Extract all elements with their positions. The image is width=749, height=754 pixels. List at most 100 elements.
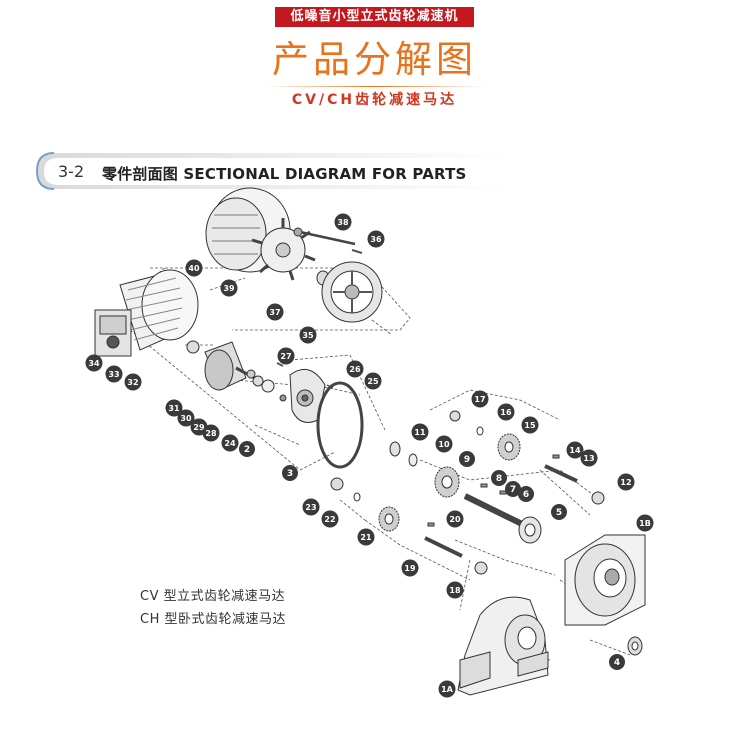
long-bolt-part xyxy=(293,227,356,246)
svg-text:30: 30 xyxy=(180,414,192,423)
caption-ch-model: CH 型卧式齿轮减速马达 xyxy=(140,612,286,627)
gear-case-part xyxy=(564,534,646,626)
svg-text:10: 10 xyxy=(438,440,450,449)
caption-cv-model: CV 型立式齿轮减速马达 xyxy=(140,589,286,604)
bearing-18-part xyxy=(474,561,488,575)
bearing-12-part xyxy=(591,491,605,505)
svg-text:20: 20 xyxy=(449,515,461,524)
part-badge-5: 5 xyxy=(551,504,567,520)
part-badge-7: 7 xyxy=(505,481,521,497)
page-title: 产品分解图 xyxy=(272,38,477,81)
part-badge-40: 40 xyxy=(185,259,203,277)
part-badge-8: 8 xyxy=(491,470,507,486)
svg-text:5: 5 xyxy=(556,508,562,518)
part-badge-30: 30 xyxy=(177,409,195,427)
part-badge-10: 10 xyxy=(435,435,453,453)
part-badge-39: 39 xyxy=(220,279,238,297)
part-drawings xyxy=(94,187,646,696)
svg-text:31: 31 xyxy=(168,404,180,413)
washer-22-part xyxy=(353,492,361,502)
key-20-part xyxy=(427,522,435,527)
svg-text:18: 18 xyxy=(449,586,461,595)
svg-text:23: 23 xyxy=(305,503,316,512)
svg-text:33: 33 xyxy=(108,370,119,379)
svg-text:14: 14 xyxy=(569,446,581,455)
output-shaft-part xyxy=(463,493,524,527)
oil-seal-part xyxy=(449,410,461,422)
part-badge-23: 23 xyxy=(302,498,320,516)
part-badge-19: 19 xyxy=(401,559,419,577)
rear-flange-part xyxy=(321,261,383,323)
svg-text:8: 8 xyxy=(496,474,502,484)
svg-text:4: 4 xyxy=(614,658,620,668)
part-badge-35: 35 xyxy=(299,326,317,344)
svg-text:12: 12 xyxy=(620,478,631,487)
product-banner: 低噪音小型立式齿轮减速机 xyxy=(275,7,474,27)
part-badge-3: 3 xyxy=(282,465,298,481)
svg-text:35: 35 xyxy=(302,331,314,340)
svg-text:6: 6 xyxy=(523,490,529,500)
svg-text:2: 2 xyxy=(244,445,250,455)
part-badge-22: 22 xyxy=(321,510,339,528)
pin-part xyxy=(279,394,287,402)
svg-text:16: 16 xyxy=(500,408,512,417)
gasket-ring-part xyxy=(316,381,364,469)
part-badge-18: 18 xyxy=(446,581,464,599)
svg-text:21: 21 xyxy=(360,533,372,542)
part-badge-24: 24 xyxy=(221,434,239,452)
bearing-part xyxy=(186,340,200,354)
svg-text:32: 32 xyxy=(127,378,138,387)
svg-text:27: 27 xyxy=(280,352,291,361)
small-bearings-part xyxy=(246,369,275,393)
spacer-11-part xyxy=(389,441,401,457)
part-badge-33: 33 xyxy=(105,365,123,383)
part-badge-15: 15 xyxy=(521,416,539,434)
foot-housing-part xyxy=(457,596,549,696)
shaft-13-part xyxy=(544,464,578,483)
gear-21-part xyxy=(378,506,400,532)
svg-text:38: 38 xyxy=(337,218,349,227)
svg-text:7: 7 xyxy=(510,485,516,495)
svg-text:25: 25 xyxy=(367,377,379,386)
svg-text:40: 40 xyxy=(188,264,200,273)
key-14-part xyxy=(552,454,560,459)
svg-text:37: 37 xyxy=(269,308,280,317)
gear-9-part xyxy=(434,466,460,498)
part-badge-4: 4 xyxy=(609,654,625,670)
part-badge-9: 9 xyxy=(459,451,475,467)
svg-text:13: 13 xyxy=(583,454,594,463)
svg-text:36: 36 xyxy=(370,235,382,244)
motor-housing-part xyxy=(94,269,199,357)
part-badge-32: 32 xyxy=(124,373,142,391)
part-badge-6: 6 xyxy=(518,486,534,502)
part-badge-27: 27 xyxy=(277,347,295,365)
fan-part xyxy=(251,218,316,281)
svg-text:29: 29 xyxy=(193,423,205,432)
part-badge-20: 20 xyxy=(446,510,464,528)
page-subtitle: CV/CH齿轮减速马达 xyxy=(291,92,458,108)
svg-text:15: 15 xyxy=(524,421,536,430)
section-header-bar xyxy=(36,152,506,190)
part-badge-11: 11 xyxy=(411,423,429,441)
svg-text:1A: 1A xyxy=(441,685,454,694)
bearing-5-part xyxy=(518,516,542,544)
screw-part xyxy=(351,249,363,254)
svg-text:24: 24 xyxy=(224,439,236,448)
small-screw-part xyxy=(276,362,284,367)
part-badge-28: 28 xyxy=(202,424,220,442)
part-badge-17: 17 xyxy=(471,390,489,408)
shaft-19-part xyxy=(424,536,463,558)
bearing-23-part xyxy=(330,477,344,491)
svg-text:28: 28 xyxy=(205,429,217,438)
section-title: 零件剖面图 SECTIONAL DIAGRAM FOR PARTS xyxy=(102,165,467,183)
svg-text:39: 39 xyxy=(223,284,235,293)
part-badge-25: 25 xyxy=(364,372,382,390)
part-badge-1A: 1A xyxy=(438,680,456,698)
svg-text:26: 26 xyxy=(349,365,361,374)
svg-text:19: 19 xyxy=(404,564,416,573)
part-badge-31: 31 xyxy=(165,399,183,417)
key-8-part xyxy=(480,483,488,488)
svg-text:11: 11 xyxy=(414,428,426,437)
svg-text:34: 34 xyxy=(88,359,100,368)
